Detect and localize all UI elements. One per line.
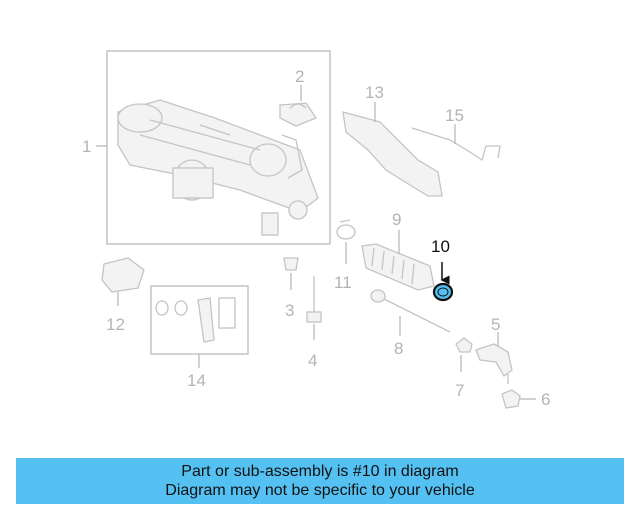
callout-8[interactable]: 8 (394, 339, 403, 358)
callout-10[interactable]: 10 (431, 237, 450, 256)
callout-14[interactable]: 14 (187, 371, 206, 390)
part-5-tie-rod-end (475, 332, 513, 384)
info-banner: Part or sub-assembly is #10 in diagram D… (16, 458, 624, 504)
callout-13[interactable]: 13 (365, 83, 384, 102)
part-12-bracket (101, 257, 145, 306)
callout-15[interactable]: 15 (445, 106, 464, 125)
callout-11[interactable]: 11 (334, 273, 352, 292)
part-2-mount (279, 85, 317, 127)
part-15-tube (411, 124, 501, 162)
banner-line-2: Diagram may not be specific to your vehi… (165, 482, 475, 499)
part-10-clamp-highlighted[interactable] (432, 262, 454, 302)
part-4-bolt (306, 276, 322, 340)
part-11-clamp (336, 219, 356, 264)
part-6-nut (501, 389, 536, 409)
callout-1[interactable]: 1 (82, 137, 91, 156)
part-3-bushing (283, 257, 299, 290)
callout-4[interactable]: 4 (308, 351, 317, 370)
callout-9[interactable]: 9 (392, 210, 401, 229)
part-14-repair-kit (150, 285, 249, 368)
banner-line-1: Part or sub-assembly is #10 in diagram (181, 463, 459, 480)
part-9-boot (361, 230, 435, 291)
part-1-steering-gear (96, 50, 331, 245)
callout-5[interactable]: 5 (491, 315, 500, 334)
part-7-nut (455, 337, 473, 372)
callout-3[interactable]: 3 (285, 301, 294, 320)
callout-12[interactable]: 12 (106, 315, 125, 334)
callout-7[interactable]: 7 (455, 381, 464, 400)
callout-2[interactable]: 2 (295, 67, 304, 86)
part-13-heat-shield (342, 102, 443, 197)
part-8-tie-rod (370, 289, 451, 336)
callout-6[interactable]: 6 (541, 390, 550, 409)
